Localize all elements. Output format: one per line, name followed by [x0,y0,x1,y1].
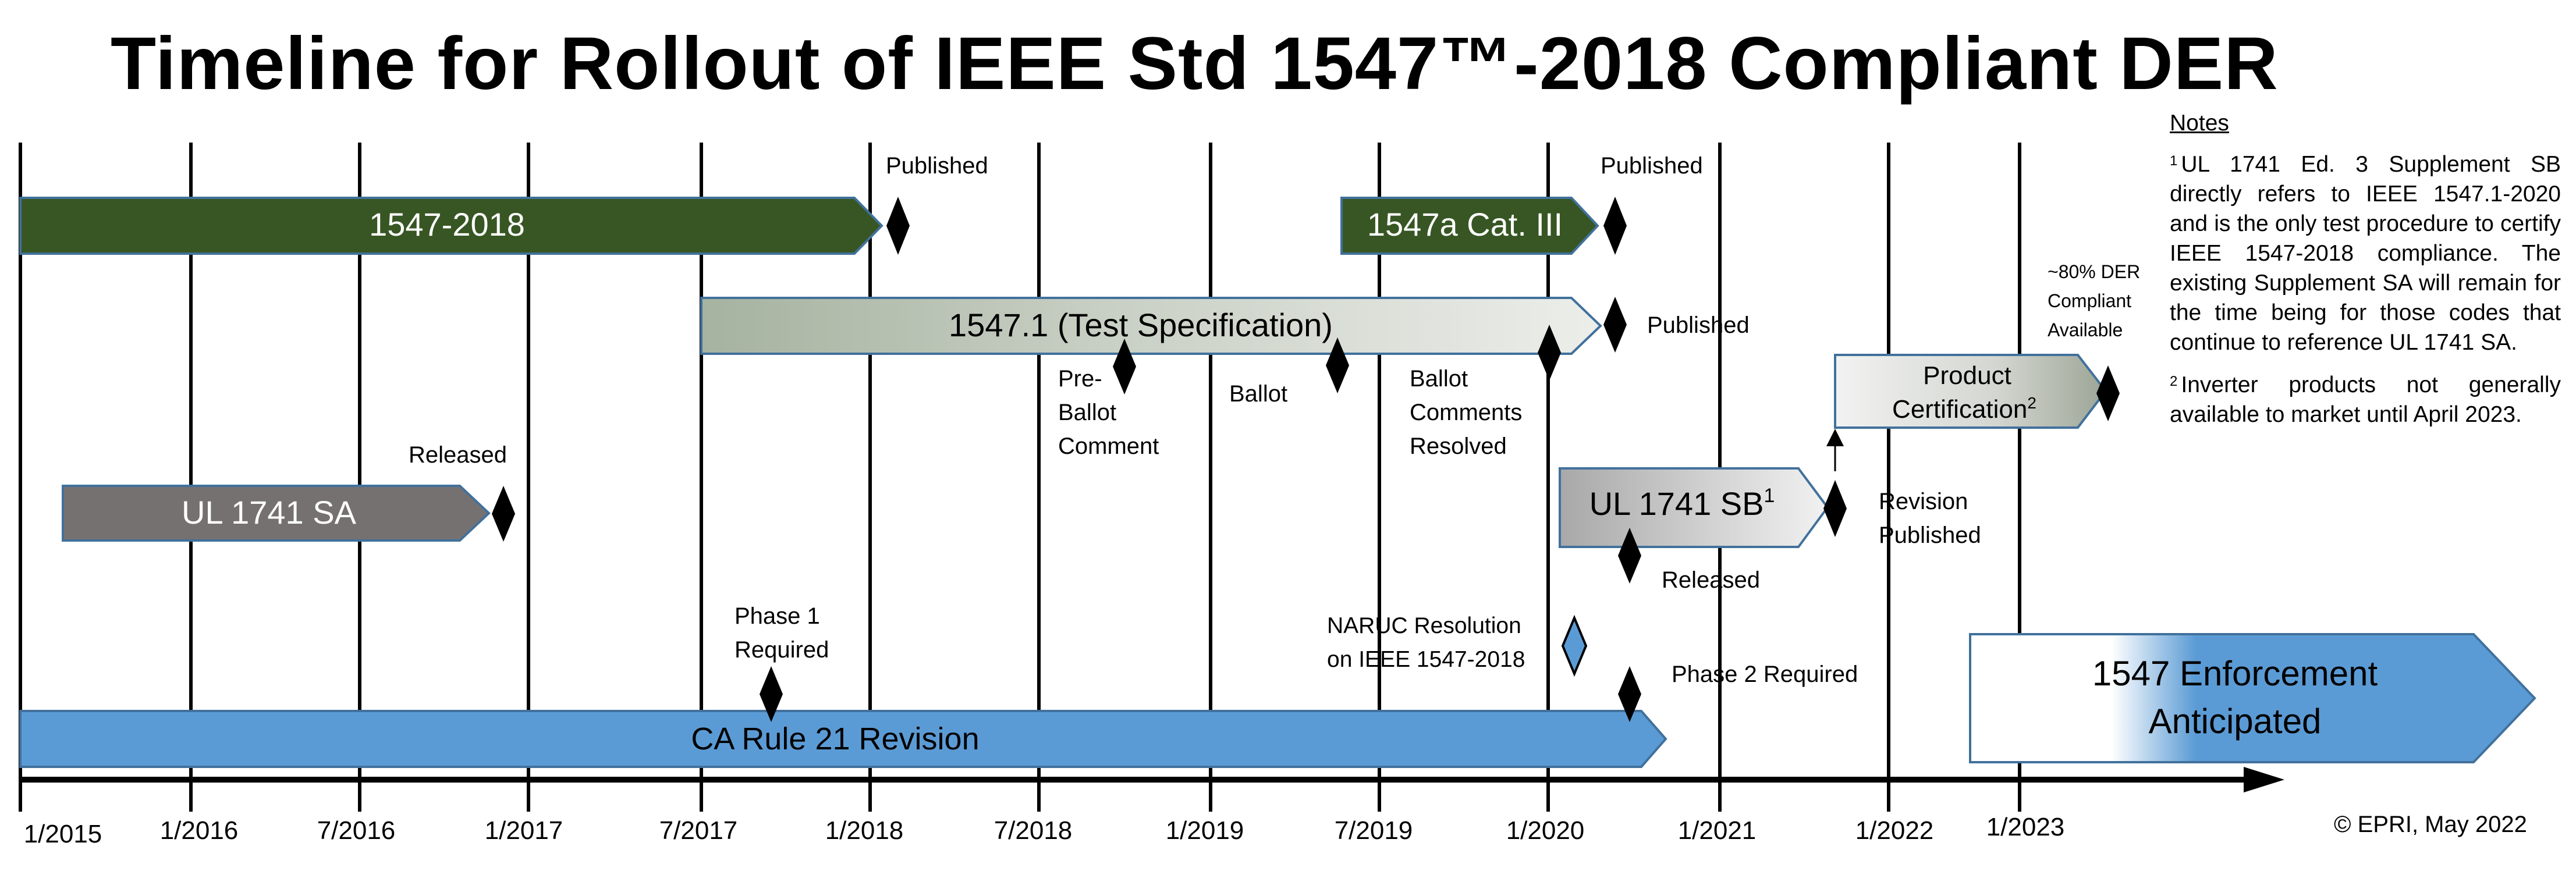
diamond-icon [1823,480,1847,537]
diamond-icon [1603,197,1627,255]
published-label: Published [886,153,988,179]
bar-1547a: 1547a Cat. III [1340,197,1599,255]
bar-label-text: UL 1741 SB [1589,485,1764,522]
tick-label: 1/2018 [825,816,904,845]
diamond-icon [886,197,910,255]
milestones [492,197,2120,722]
ballot-resolved-label: Comments [1410,400,1522,425]
time-axis [20,767,2284,792]
bar-1547-1: 1547.1 (Test Specification) [700,297,1602,355]
bar-label-line2: Anticipated [2149,702,2322,741]
naruc-label: on IEEE 1547-2018 [1327,647,1525,672]
naruc-label: NARUC Resolution [1327,613,1521,638]
bar-label: CA Rule 21 Revision [691,721,979,756]
diamond-icon [1618,528,1641,584]
bar-label-line2: Certification2 [1892,394,2036,424]
pre-ballot-label: Comment [1058,433,1159,459]
tick-label: 7/2017 [659,816,738,845]
tick-label: 1/2022 [1855,816,1934,845]
bar-label: 1547a Cat. III [1367,206,1563,243]
ballot-resolved-label: Resolved [1410,433,1507,459]
pre-ballot-label: Pre- [1058,366,1102,392]
footnote-marker: 2 [2027,394,2036,412]
tick-label: 7/2016 [317,816,396,845]
diamond-icon [492,486,515,542]
milestone-labels: Published Published Published Pre- Ballo… [409,153,2140,687]
published-label: Published [1601,153,1703,179]
bar-ca-rule-21: CA Rule 21 Revision [19,710,1667,768]
diamond-icon [2096,365,2120,421]
footnote-marker: 1 [1764,485,1775,507]
tick-label: 1/2023 [1986,813,2065,841]
bar-ul1741sa: UL 1741 SA [62,485,491,542]
diamond-icon [1326,337,1349,393]
copyright-text: © EPRI, May 2022 [2334,812,2527,837]
diamond-icon [1618,666,1641,722]
released-label: Released [1662,567,1760,593]
bar-label: UL 1741 SB1 [1589,485,1775,522]
axis-arrow-icon [2244,767,2284,792]
notes-heading: Notes [2170,111,2229,136]
diamond-icon [1113,339,1136,394]
bar-label-line1: Product [1923,361,2011,390]
tick-label: 1/2019 [1166,816,1244,845]
footnote-marker: 1 [2170,153,2178,169]
diamond-icon [760,666,783,722]
diamond-icon-naruc [1561,614,1588,677]
footnote-marker: 2 [2170,374,2178,389]
tick-label: 1/2020 [1506,816,1585,845]
der80-label: Compliant [2048,290,2131,311]
phase1-label: Phase 1 [735,603,820,629]
bar-product-certification: Product Certification2 [1834,354,2107,429]
ballot-resolved-label: Ballot [1410,366,1468,392]
bar-label-line1: 1547 Enforcement [2092,654,2378,693]
diamond-icon [1538,325,1561,381]
der80-label: ~80% DER [2048,261,2140,282]
axis-tick-labels: 1/2015 1/2016 7/2016 1/2017 7/2017 1/201… [24,813,2065,848]
bar-ul1741sb: UL 1741 SB1 [1559,467,1829,548]
tick-label: 7/2019 [1335,816,1413,845]
bar-1547-2018: 1547-2018 [19,197,883,255]
ballot-label: Ballot [1229,381,1287,407]
published-label: Published [1647,312,1750,338]
pre-ballot-label: Ballot [1058,400,1116,425]
phase2-label: Phase 2 Required [1672,662,1858,687]
der80-label: Available [2048,319,2123,340]
tick-label: 1/2016 [160,816,239,845]
released-label: Released [409,442,507,468]
diamond-icon [1603,297,1627,353]
page-title: Timeline for Rollout of IEEE Std 1547™-2… [111,22,2279,105]
bar-enforcement: 1547 Enforcement Anticipated [1969,633,2536,763]
bar-label: 1547.1 (Test Specification) [949,307,1333,343]
tick-label: 1/2015 [24,820,102,848]
revision-published-label: Revision [1879,489,1968,514]
tick-label: 1/2021 [1678,816,1757,845]
revision-published-label: Published [1879,522,1981,548]
tick-label: 1/2017 [485,816,563,845]
phase1-label: Required [735,637,829,663]
bar-label: UL 1741 SA [182,494,357,531]
bar-label: 1547-2018 [369,206,525,243]
tick-label: 7/2018 [994,816,1073,845]
note-2-text: Inverter products not generally availabl… [2170,372,2561,427]
note-1-text: UL 1741 Ed. 3 Supplement SB directly ref… [2170,152,2561,355]
